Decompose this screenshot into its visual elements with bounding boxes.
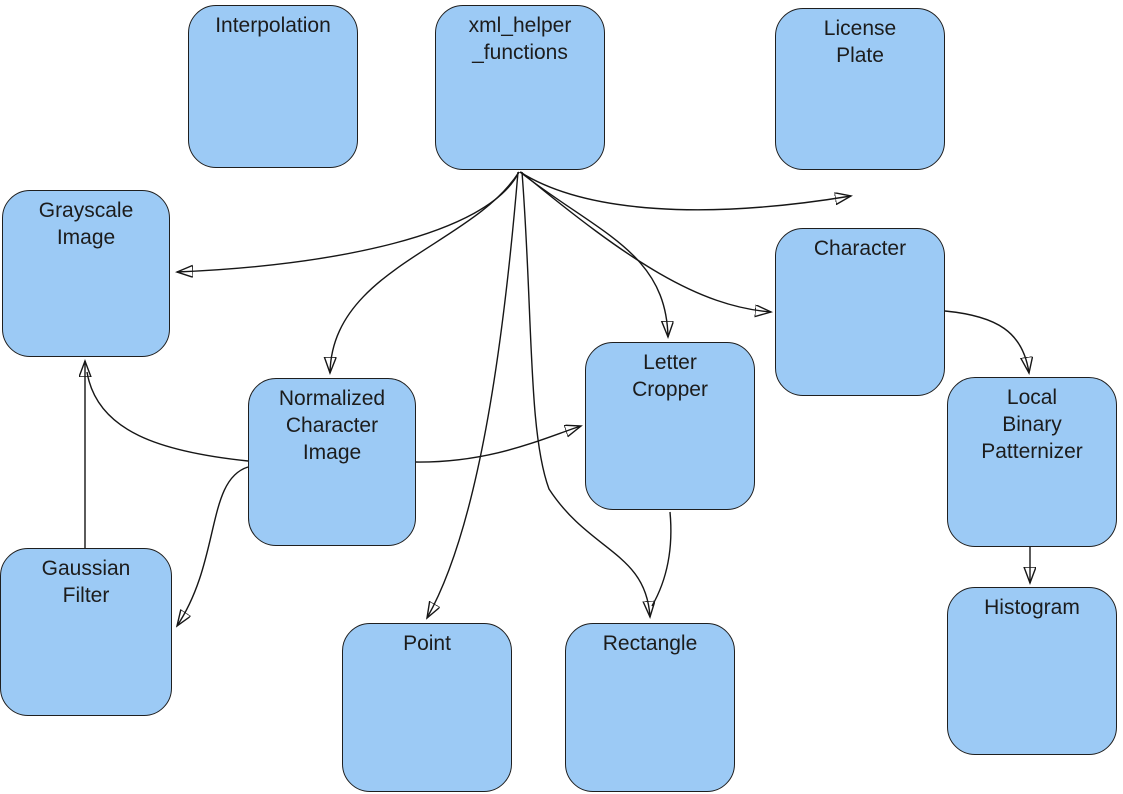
node-xml-helper-functions-label: xml_helper _functions <box>468 14 572 64</box>
edge-normalized-character-image-to-letter-cropper <box>414 426 581 463</box>
edge-xml-helper-functions-to-normalized-character-image <box>330 171 520 373</box>
edge-xml-helper-functions-to-rectangle <box>521 171 650 617</box>
node-histogram[interactable]: Histogram <box>947 587 1117 755</box>
edge-character-to-local-binary-patternizer <box>944 310 1029 373</box>
edge-normalized-character-image-to-grayscale-image <box>86 371 249 462</box>
node-point-label: Point <box>403 632 451 655</box>
edge-xml-helper-functions-to-point <box>427 171 519 618</box>
node-grayscale-image-label: Grayscale Image <box>38 199 134 249</box>
node-license-plate[interactable]: License Plate <box>775 8 945 170</box>
node-grayscale-image[interactable]: Grayscale Image <box>2 190 170 357</box>
node-letter-cropper[interactable]: Letter Cropper <box>585 342 755 510</box>
node-normalized-character-image-label: Normalized Character Image <box>278 387 386 464</box>
node-local-binary-patternizer[interactable]: Local Binary Patternizer <box>947 377 1117 547</box>
node-local-binary-patternizer-label: Local Binary Patternizer <box>981 386 1083 463</box>
node-rectangle[interactable]: Rectangle <box>565 623 735 792</box>
node-gaussian-filter[interactable]: Gaussian Filter <box>0 548 172 716</box>
node-letter-cropper-label: Letter Cropper <box>632 351 708 401</box>
node-interpolation-label: Interpolation <box>215 14 331 37</box>
node-character-label: Character <box>813 237 907 260</box>
node-gaussian-filter-label: Gaussian Filter <box>41 557 131 607</box>
node-character[interactable]: Character <box>775 228 945 396</box>
edge-xml-helper-functions-to-character <box>520 171 771 312</box>
node-histogram-label: Histogram <box>984 596 1080 619</box>
edge-letter-cropper-to-rectangle <box>651 511 672 607</box>
edge-xml-helper-functions-to-letter-cropper <box>519 171 668 337</box>
node-point[interactable]: Point <box>342 623 512 792</box>
edge-normalized-character-image-to-gaussian-filter <box>177 466 249 626</box>
node-normalized-character-image[interactable]: Normalized Character Image <box>248 378 416 546</box>
node-license-plate-label: License Plate <box>823 17 897 67</box>
node-xml-helper-functions[interactable]: xml_helper _functions <box>435 5 605 170</box>
node-rectangle-label: Rectangle <box>602 632 698 655</box>
node-interpolation[interactable]: Interpolation <box>188 5 358 168</box>
edge-xml-helper-functions-to-license-plate <box>519 171 851 211</box>
